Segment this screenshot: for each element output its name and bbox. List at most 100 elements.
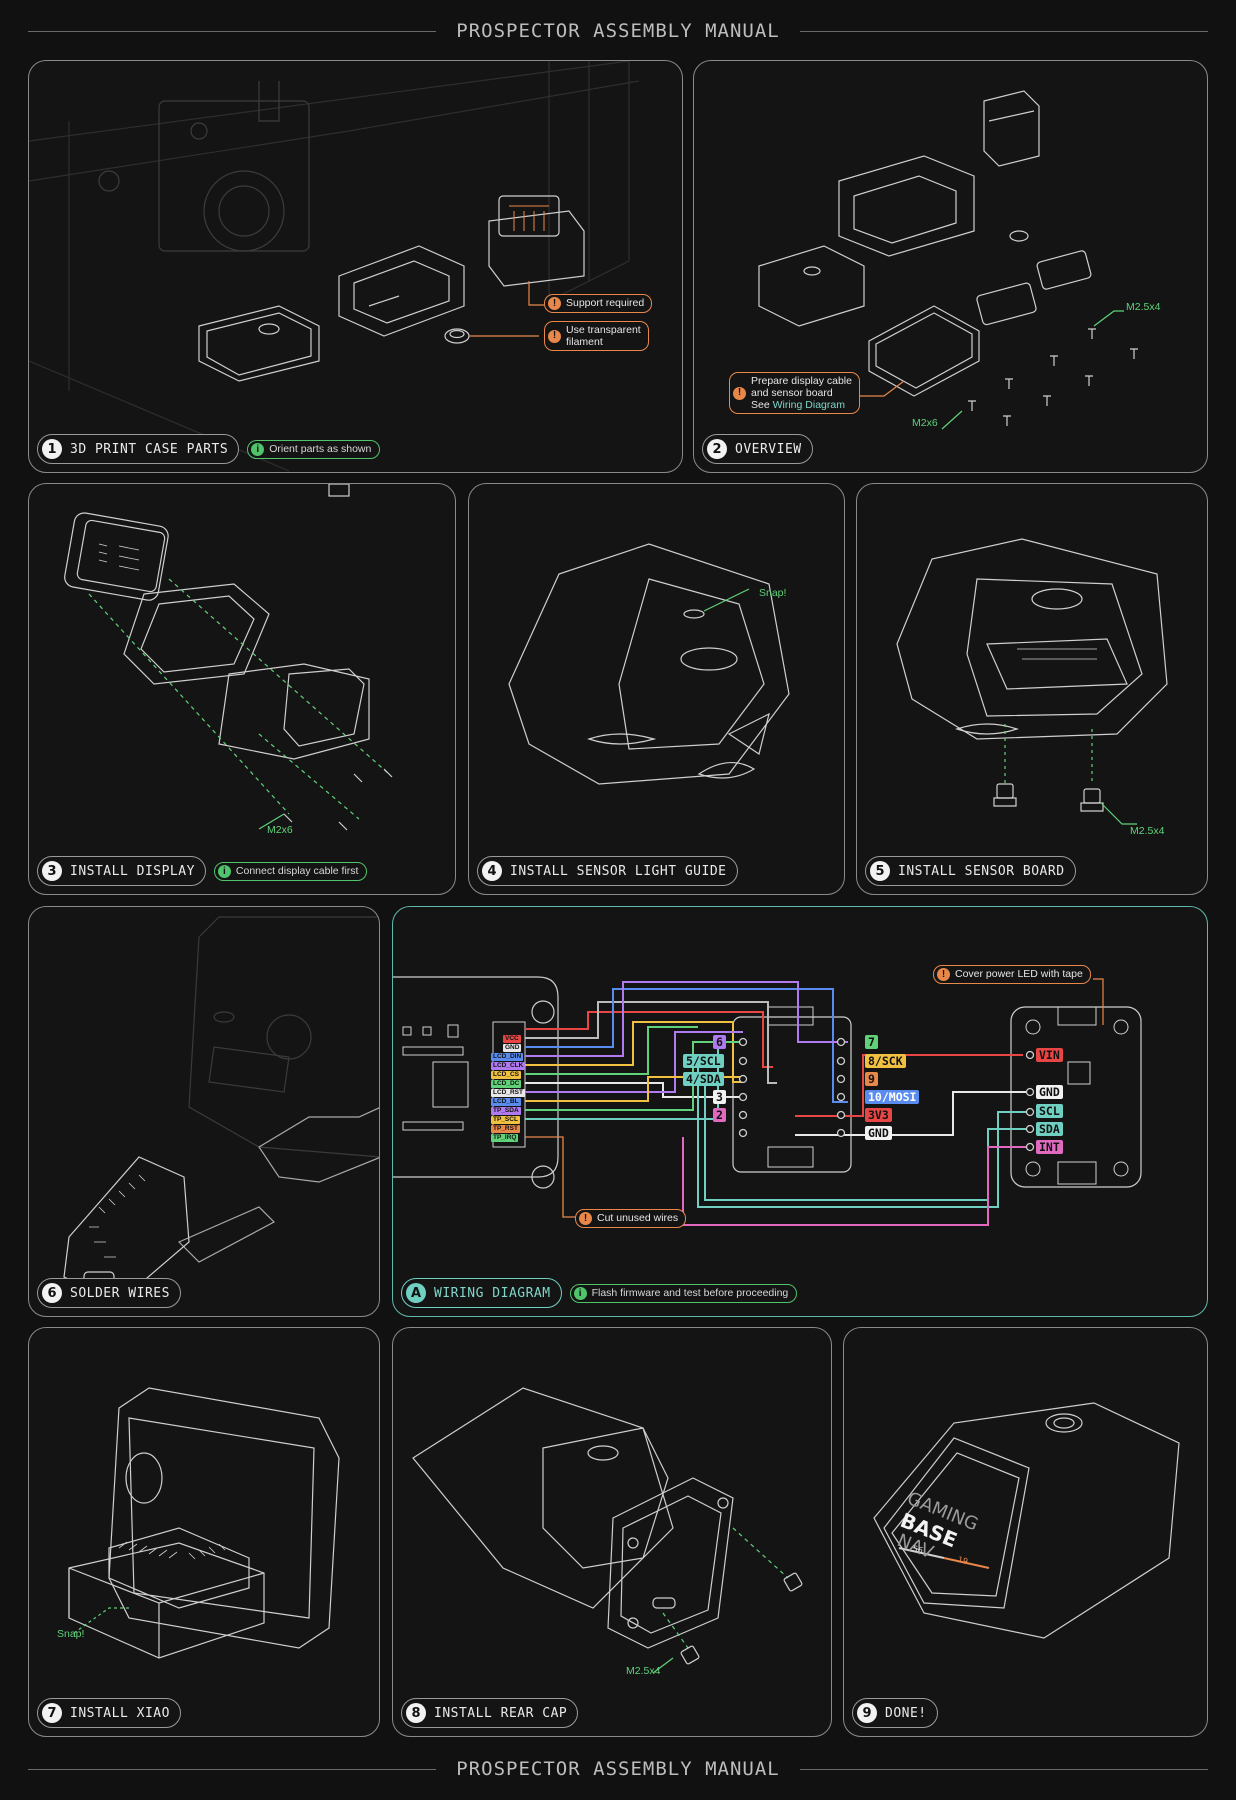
step-title: 3D PRINT CASE PARTS <box>70 441 229 457</box>
lcd-pin-label: TP_RST <box>491 1125 520 1133</box>
sensor-pin-label: VIN <box>1036 1048 1063 1062</box>
step-5-label-row: 5 INSTALL SENSOR BOARD <box>865 856 1076 886</box>
step-note: i Connect display cable first <box>213 861 368 881</box>
panel-step-5: M2.5x4 5 INSTALL SENSOR BOARD <box>856 483 1208 895</box>
printer-illustration <box>29 61 640 472</box>
sensor-pin-label: INT <box>1036 1140 1063 1154</box>
xiao-pin-label: 3V3 <box>865 1108 892 1122</box>
xiao-pin-label: GND <box>865 1126 892 1140</box>
step-title: SOLDER WIRES <box>70 1285 170 1301</box>
step-badge: 1 3D PRINT CASE PARTS <box>37 434 240 464</box>
solder-wires-illustration <box>63 916 379 1303</box>
lcd-pin-label: LCD_RST <box>491 1089 525 1097</box>
panel-step-9: GAMING BASE NAV 56 19 9 DONE! <box>843 1327 1208 1737</box>
step-badge: 7 INSTALL XIAO <box>37 1698 181 1728</box>
step-3-label-row: 3 INSTALL DISPLAY i Connect display cabl… <box>37 856 368 886</box>
callout-cover-led: ! Cover power LED with tape <box>933 965 1091 984</box>
step-1-label-row: 1 3D PRINT CASE PARTS i Orient parts as … <box>37 434 381 464</box>
header-rule-right <box>799 30 1209 32</box>
step-title: DONE! <box>885 1705 927 1721</box>
warning-icon: ! <box>548 329 561 343</box>
panel-step-6: 6 SOLDER WIRES <box>28 906 380 1317</box>
step-6-label-row: 6 SOLDER WIRES <box>37 1278 181 1308</box>
panel-step-7: Snap! 7 INSTALL XIAO <box>28 1327 380 1737</box>
xiao-pin-label: 10/MOSI <box>865 1090 920 1104</box>
xiao-pin-label: 2 <box>713 1108 726 1122</box>
xiao-pin-label: 6 <box>713 1035 726 1049</box>
panel-step-4: Snap! 4 INSTALL SENSOR LIGHT GUIDE <box>468 483 845 895</box>
lcd-pin-label: LCD_BL <box>491 1098 521 1106</box>
page-title: PROSPECTOR ASSEMBLY MANUAL <box>456 20 780 42</box>
warning-icon: ! <box>579 1212 592 1225</box>
warning-icon: ! <box>937 968 950 981</box>
callout-text: Use transparent <box>566 324 641 336</box>
footer: PROSPECTOR ASSEMBLY MANUAL <box>28 1754 1209 1784</box>
step-number: 4 <box>482 861 502 881</box>
step-title: INSTALL SENSOR BOARD <box>898 863 1065 879</box>
step-badge: 5 INSTALL SENSOR BOARD <box>865 856 1076 886</box>
lcd-pin-label: LCD_DC <box>491 1080 522 1088</box>
sensor-pin-label: SDA <box>1036 1122 1063 1136</box>
step-title: INSTALL SENSOR LIGHT GUIDE <box>510 863 727 879</box>
dim-m2x6: M2x6 <box>267 824 293 836</box>
note-text: Flash firmware and test before proceedin… <box>591 1287 789 1299</box>
step-8-label-row: 8 INSTALL REAR CAP <box>401 1698 579 1728</box>
lcd-pin-label: LCD_CS <box>491 1071 522 1079</box>
panel-step-3: M2x6 3 INSTALL DISPLAY i Connect display… <box>28 483 456 895</box>
callout-text: Support required <box>566 297 645 310</box>
xiao-pin-label: 4/SDA <box>683 1072 724 1086</box>
install-display-illustration <box>64 484 393 831</box>
step-badge: 2 OVERVIEW <box>702 434 813 464</box>
sensor-light-guide-illustration <box>508 543 790 785</box>
note-text: Connect display cable first <box>235 865 359 877</box>
lcd-pin-label: TP_SCL <box>491 1116 520 1124</box>
callout-text: Cut unused wires <box>597 1212 679 1225</box>
step-4-label-row: 4 INSTALL SENSOR LIGHT GUIDE <box>477 856 738 886</box>
step-badge: 9 DONE! <box>852 1698 938 1728</box>
step-number: A <box>406 1283 426 1303</box>
step-2-label-row: 2 OVERVIEW <box>702 434 813 464</box>
step-number: 2 <box>707 439 727 459</box>
callout-text: See <box>751 399 773 412</box>
step-badge: 3 INSTALL DISPLAY <box>37 856 206 886</box>
install-xiao-illustration <box>68 1387 340 1659</box>
sensor-pin-label: SCL <box>1036 1104 1063 1118</box>
panel-wiring-diagram: VCC GND LCD_DIN LCD_CLK LCD_CS LCD_DC LC… <box>392 906 1208 1317</box>
exploded-overview-illustration <box>758 90 1138 430</box>
info-icon: i <box>573 1286 587 1300</box>
callout-text: Cover power LED with tape <box>955 968 1083 981</box>
header-rule-left <box>28 30 437 32</box>
info-icon: i <box>217 864 231 878</box>
step-badge: 4 INSTALL SENSOR LIGHT GUIDE <box>477 856 738 886</box>
step-number: 8 <box>406 1703 426 1723</box>
xiao-pin-label: 7 <box>865 1035 878 1049</box>
step-number: 6 <box>42 1283 62 1303</box>
step-title: OVERVIEW <box>735 441 802 457</box>
sensor-board-illustration <box>896 538 1168 825</box>
step-title: INSTALL DISPLAY <box>70 863 195 879</box>
step-number: 9 <box>857 1703 877 1723</box>
step-number: 1 <box>42 439 62 459</box>
snap-label: Snap! <box>759 587 787 599</box>
footer-rule-right <box>799 1768 1209 1770</box>
footer-rule-left <box>28 1768 437 1770</box>
callout-cut-wires: ! Cut unused wires <box>575 1209 687 1228</box>
step-note: i Orient parts as shown <box>247 439 381 459</box>
sensor-pin-label: GND <box>1036 1085 1063 1099</box>
step-note: i Flash firmware and test before proceed… <box>569 1283 798 1303</box>
lcd-pin-label: LCD_CLK <box>491 1062 526 1070</box>
install-rear-cap-illustration <box>412 1387 803 1674</box>
step-title: WIRING DIAGRAM <box>434 1285 551 1301</box>
dim-m25x4: M2.5x4 <box>1130 825 1165 837</box>
lcd-pin-label: TP_IRQ <box>491 1134 519 1142</box>
wiring-diagram-link[interactable]: Wiring Diagram <box>772 399 845 412</box>
dim-m25x4: M2.5x4 <box>626 1665 661 1677</box>
callout-text: filament <box>566 336 603 349</box>
xiao-pin-label: 5/SCL <box>683 1054 724 1068</box>
step-badge: 8 INSTALL REAR CAP <box>401 1698 579 1728</box>
step-7-label-row: 7 INSTALL XIAO <box>37 1698 181 1728</box>
